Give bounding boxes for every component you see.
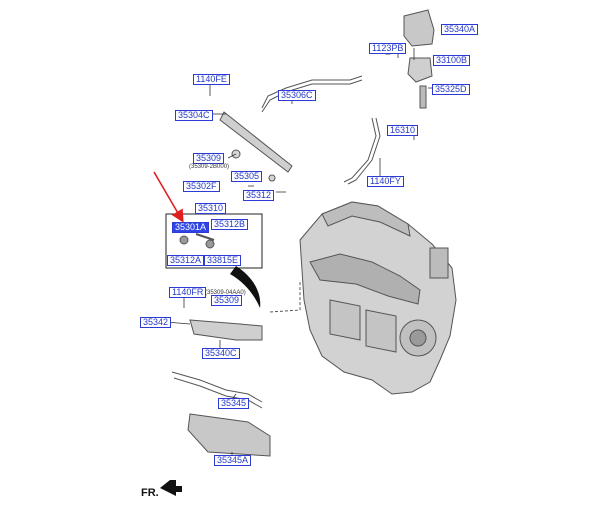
callout-35304C[interactable]: 35304C (175, 110, 213, 121)
high-pressure-pump-illustration (385, 9, 435, 109)
callout-35302F[interactable]: 35302F (183, 181, 220, 192)
callout-1140FE-top[interactable]: 1140FE (193, 74, 230, 85)
callout-35306C[interactable]: 35306C (278, 90, 316, 101)
callout-1140FR[interactable]: 1140FR (169, 287, 207, 298)
callout-1123PB[interactable]: 1123PB (369, 43, 407, 54)
highlight-arrow (153, 171, 184, 223)
lower-fuel-rail-illustration (171, 319, 271, 457)
callout-35301A-highlighted[interactable]: 35301A (172, 222, 210, 233)
callout-35312B[interactable]: 35312B (211, 219, 249, 230)
injector-detail-box (165, 213, 263, 269)
upper-fuel-rail-illustration (219, 75, 381, 185)
callout-35309-bottom[interactable]: 35309 (211, 295, 243, 306)
front-direction-arrow-icon (160, 480, 182, 496)
callout-33815E[interactable]: 33815E (204, 255, 242, 266)
callout-35325D[interactable]: 35325D (432, 84, 470, 95)
callout-16310[interactable]: 16310 (387, 125, 419, 136)
callout-35340A[interactable]: 35340A (441, 24, 479, 35)
detail-leader-swoosh (230, 266, 261, 308)
callout-35342[interactable]: 35342 (140, 317, 172, 328)
callout-35305[interactable]: 35305 (231, 171, 263, 182)
callout-35345A[interactable]: 35345A (214, 455, 252, 466)
part-note-bottom: (35309-04AA0) (205, 290, 246, 296)
callout-1140FY[interactable]: 1140FY (367, 176, 404, 187)
callout-33100B[interactable]: 33100B (433, 55, 471, 66)
callout-35340C[interactable]: 35340C (202, 348, 240, 359)
front-orientation-label: FR. (141, 487, 159, 499)
callout-35312A[interactable]: 35312A (167, 255, 205, 266)
callout-35312[interactable]: 35312 (243, 190, 275, 201)
callout-35309-top[interactable]: 35309 (193, 153, 225, 164)
callout-35310[interactable]: 35310 (195, 203, 227, 214)
part-note-top: (35309-2B000) (189, 164, 230, 170)
engine-block-illustration (299, 201, 457, 395)
callout-35345[interactable]: 35345 (218, 398, 250, 409)
